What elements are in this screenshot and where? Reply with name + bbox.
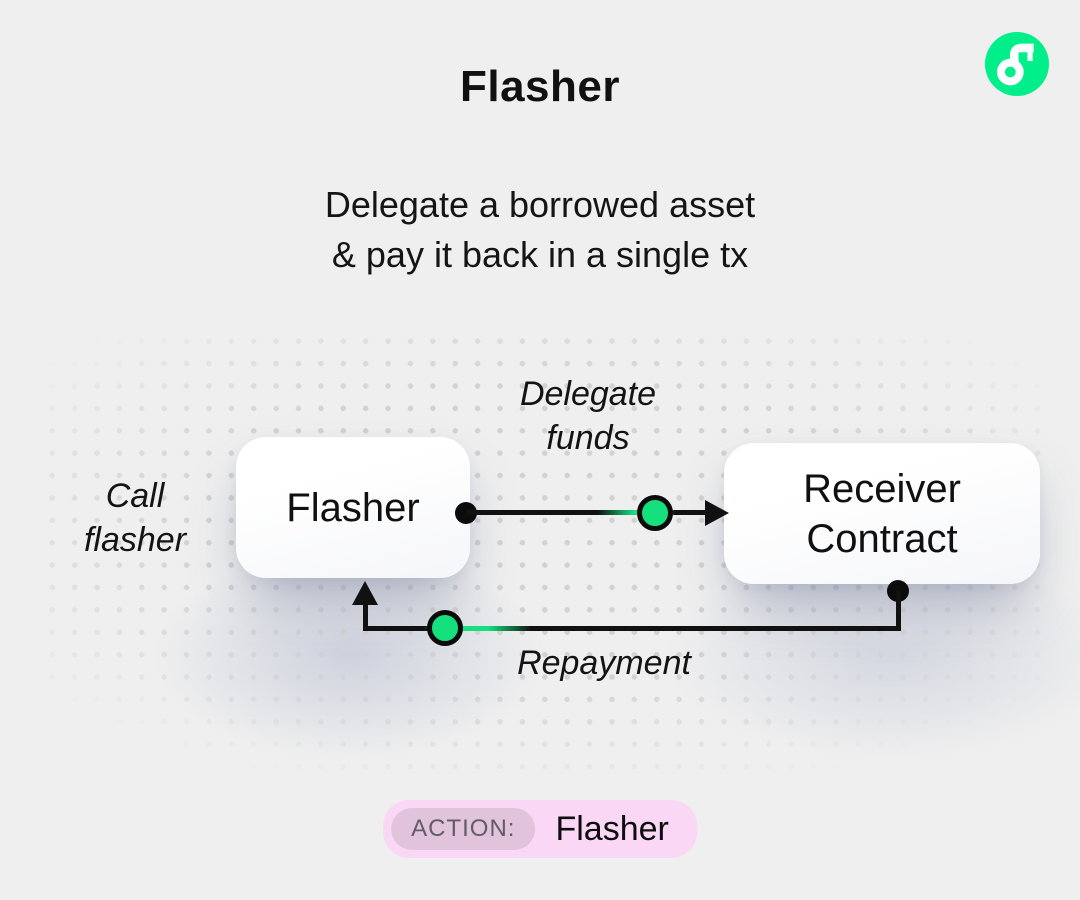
flasher-node-label: Flasher [286,485,420,530]
delegate-funds-label: Delegate funds [448,372,728,460]
repayment-vertical-line-right [896,591,901,631]
page-title: Flasher [459,62,620,111]
arrowhead-right-icon [705,500,729,526]
repayment-green-node-dot [427,610,463,646]
action-badge: ACTION: Flasher [383,800,697,858]
subtitle-line-1: Delegate a borrowed asset [324,184,756,225]
receiver-node-label: Receiver Contract [803,464,961,564]
flow-logo-icon [985,32,1049,96]
delegate-green-node-dot [637,495,673,531]
delegate-label-line-1: Delegate [519,375,657,413]
call-flasher-line-2: flasher [83,521,187,559]
repayment-connector-line [365,626,901,631]
page-subtitle: Delegate a borrowed asset & pay it back … [0,180,1080,280]
call-flasher-label: Call flasher [35,474,235,562]
subtitle-line-2: & pay it back in a single tx [331,234,749,275]
repayment-label: Repayment [517,644,691,682]
delegate-connector-line [466,510,706,515]
action-label-pill: ACTION: [391,808,536,850]
arrowhead-up-icon [352,581,378,605]
receiver-label-line-1: Receiver [803,466,961,511]
action-value: Flasher [555,809,669,848]
delegate-label-line-2: funds [546,419,630,457]
receiver-contract-node: Receiver Contract [724,443,1040,584]
repayment-vertical-line-left [363,602,368,631]
call-flasher-line-1: Call [105,477,165,515]
flasher-node: Flasher [236,437,470,578]
receiver-label-line-2: Contract [806,516,958,561]
